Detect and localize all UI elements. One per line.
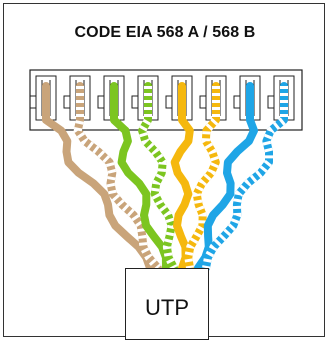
wire-blue-solid	[194, 82, 258, 272]
wire-pair-orange	[170, 82, 221, 272]
wire-bundle	[42, 82, 288, 272]
wire-stripe	[184, 86, 221, 269]
wire-stripe	[73, 86, 162, 271]
utp-label: UTP	[145, 295, 189, 320]
wire-green-solid	[110, 82, 170, 272]
wire-brown-solid	[42, 82, 154, 272]
rj45-connector	[29, 69, 303, 131]
wire-orange-solid	[170, 82, 194, 272]
diagram-title: CODE EIA 568 A / 568 B	[74, 24, 256, 41]
utp-cable-jacket: UTP	[125, 268, 209, 340]
wire-stripe	[137, 86, 178, 270]
wire-pair-green	[110, 82, 178, 272]
wire-stripe	[202, 86, 288, 269]
wire-pair-brown	[42, 82, 162, 272]
wire-pair-blue	[194, 82, 288, 272]
